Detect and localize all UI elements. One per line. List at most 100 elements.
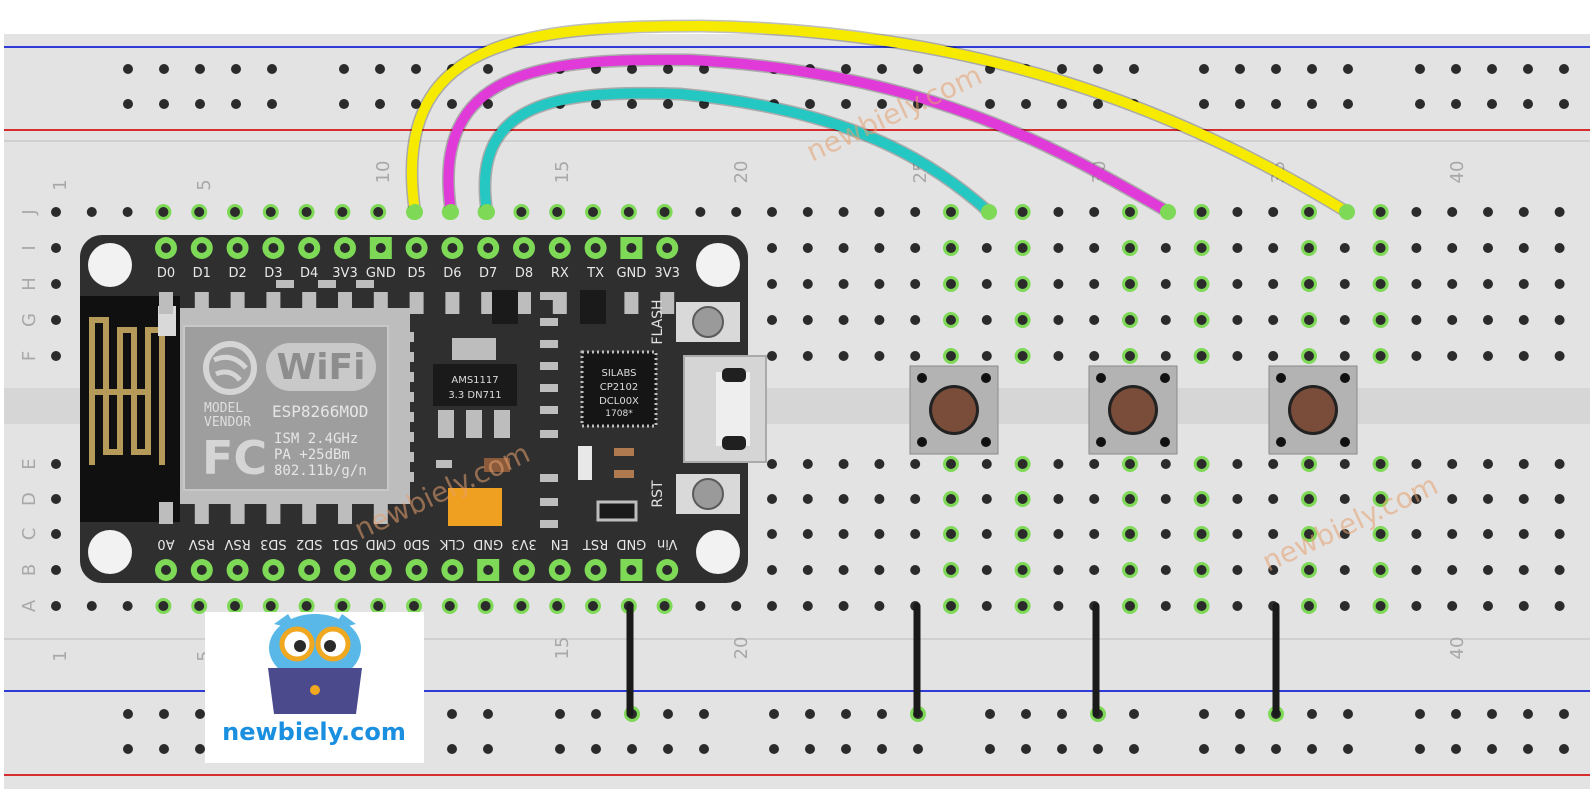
- breadboard-hole[interactable]: [802, 459, 813, 469]
- breadboard-hole[interactable]: [1053, 565, 1064, 575]
- breadboard-hole[interactable]: [1487, 709, 1497, 719]
- breadboard-hole[interactable]: [1375, 459, 1386, 469]
- breadboard-hole[interactable]: [874, 351, 885, 361]
- breadboard-hole[interactable]: [1339, 279, 1350, 289]
- breadboard-hole[interactable]: [1017, 494, 1028, 504]
- breadboard-hole[interactable]: [874, 207, 885, 217]
- breadboard-hole[interactable]: [1196, 279, 1207, 289]
- breadboard-hole[interactable]: [841, 64, 851, 74]
- breadboard-hole[interactable]: [409, 601, 419, 611]
- breadboard-hole[interactable]: [1375, 601, 1386, 611]
- breadboard-hole[interactable]: [1447, 601, 1458, 611]
- breadboard-hole[interactable]: [1375, 207, 1386, 217]
- breadboard-hole[interactable]: [731, 207, 742, 217]
- breadboard-hole[interactable]: [838, 279, 849, 289]
- breadboard-hole[interactable]: [1160, 601, 1171, 611]
- breadboard-hole[interactable]: [981, 529, 992, 539]
- breadboard-hole[interactable]: [1125, 601, 1135, 611]
- rst-button[interactable]: RST: [650, 474, 740, 514]
- breadboard-hole[interactable]: [1304, 315, 1314, 325]
- breadboard-hole[interactable]: [591, 744, 601, 754]
- breadboard-hole[interactable]: [1160, 565, 1171, 575]
- breadboard-hole[interactable]: [1089, 351, 1100, 361]
- breadboard-hole[interactable]: [51, 459, 61, 469]
- breadboard-hole[interactable]: [51, 529, 61, 539]
- breadboard-hole[interactable]: [874, 243, 885, 253]
- breadboard-hole[interactable]: [1160, 315, 1171, 325]
- breadboard-hole[interactable]: [910, 207, 921, 217]
- breadboard-hole[interactable]: [769, 744, 779, 754]
- breadboard-hole[interactable]: [1483, 351, 1493, 361]
- breadboard-hole[interactable]: [123, 64, 133, 74]
- breadboard-hole[interactable]: [946, 459, 956, 469]
- breadboard-hole[interactable]: [1235, 99, 1245, 109]
- breadboard-hole[interactable]: [1518, 565, 1529, 575]
- cyan-wire[interactable]: [480, 88, 994, 217]
- breadboard-hole[interactable]: [1451, 64, 1461, 74]
- breadboard-hole[interactable]: [1411, 315, 1422, 325]
- breadboard-hole[interactable]: [265, 601, 276, 611]
- breadboard-hole[interactable]: [1160, 459, 1171, 469]
- breadboard-hole[interactable]: [1196, 315, 1207, 325]
- breadboard-hole[interactable]: [267, 99, 277, 109]
- breadboard-hole[interactable]: [122, 207, 133, 217]
- breadboard-hole[interactable]: [1232, 243, 1243, 253]
- breadboard-hole[interactable]: [1093, 99, 1103, 109]
- breadboard-hole[interactable]: [1232, 601, 1243, 611]
- breadboard-hole[interactable]: [1196, 351, 1207, 361]
- breadboard-hole[interactable]: [1304, 243, 1314, 253]
- breadboard-hole[interactable]: [1053, 601, 1064, 611]
- breadboard-hole[interactable]: [699, 64, 709, 74]
- breadboard-hole[interactable]: [1343, 64, 1353, 74]
- breadboard-hole[interactable]: [337, 207, 348, 217]
- breadboard-hole[interactable]: [1411, 279, 1422, 289]
- breadboard-hole[interactable]: [1554, 601, 1565, 611]
- breadboard-hole[interactable]: [158, 601, 169, 611]
- breadboard-hole[interactable]: [1199, 709, 1209, 719]
- breadboard-hole[interactable]: [1053, 315, 1064, 325]
- breadboard-hole[interactable]: [838, 351, 849, 361]
- breadboard-hole[interactable]: [447, 709, 457, 719]
- breadboard-hole[interactable]: [231, 64, 241, 74]
- breadboard-hole[interactable]: [802, 529, 813, 539]
- breadboard-hole[interactable]: [1304, 459, 1314, 469]
- breadboard-hole[interactable]: [1375, 351, 1386, 361]
- breadboard-hole[interactable]: [1089, 315, 1100, 325]
- breadboard-hole[interactable]: [877, 99, 887, 109]
- breadboard-hole[interactable]: [981, 494, 992, 504]
- breadboard-hole[interactable]: [767, 459, 777, 469]
- breadboard-hole[interactable]: [1232, 351, 1243, 361]
- breadboard-hole[interactable]: [1268, 459, 1279, 469]
- breadboard-hole[interactable]: [1199, 99, 1209, 109]
- breadboard-hole[interactable]: [663, 709, 673, 719]
- breadboard-hole[interactable]: [805, 99, 815, 109]
- breadboard-hole[interactable]: [1447, 459, 1458, 469]
- breadboard-hole[interactable]: [1339, 351, 1350, 361]
- breadboard-hole[interactable]: [985, 744, 995, 754]
- breadboard-hole[interactable]: [1089, 565, 1100, 575]
- breadboard-hole[interactable]: [1232, 279, 1243, 289]
- breadboard-hole[interactable]: [51, 351, 61, 361]
- breadboard-hole[interactable]: [1415, 744, 1425, 754]
- breadboard-hole[interactable]: [910, 279, 921, 289]
- breadboard-hole[interactable]: [1053, 351, 1064, 361]
- breadboard-hole[interactable]: [767, 279, 777, 289]
- breadboard-hole[interactable]: [1451, 744, 1461, 754]
- breadboard-hole[interactable]: [552, 601, 563, 611]
- breadboard-hole[interactable]: [1518, 601, 1529, 611]
- breadboard-hole[interactable]: [1554, 351, 1565, 361]
- breadboard-hole[interactable]: [1483, 243, 1493, 253]
- breadboard-hole[interactable]: [1125, 565, 1135, 575]
- breadboard-hole[interactable]: [981, 243, 992, 253]
- breadboard-hole[interactable]: [483, 64, 493, 74]
- breadboard-hole[interactable]: [981, 565, 992, 575]
- breadboard-hole[interactable]: [946, 494, 956, 504]
- breadboard-hole[interactable]: [1339, 565, 1350, 575]
- breadboard-hole[interactable]: [1160, 279, 1171, 289]
- breadboard-hole[interactable]: [86, 207, 97, 217]
- breadboard-hole[interactable]: [1232, 315, 1243, 325]
- breadboard-hole[interactable]: [1523, 64, 1533, 74]
- breadboard-hole[interactable]: [1523, 709, 1533, 719]
- breadboard-hole[interactable]: [985, 709, 995, 719]
- breadboard-hole[interactable]: [1375, 494, 1386, 504]
